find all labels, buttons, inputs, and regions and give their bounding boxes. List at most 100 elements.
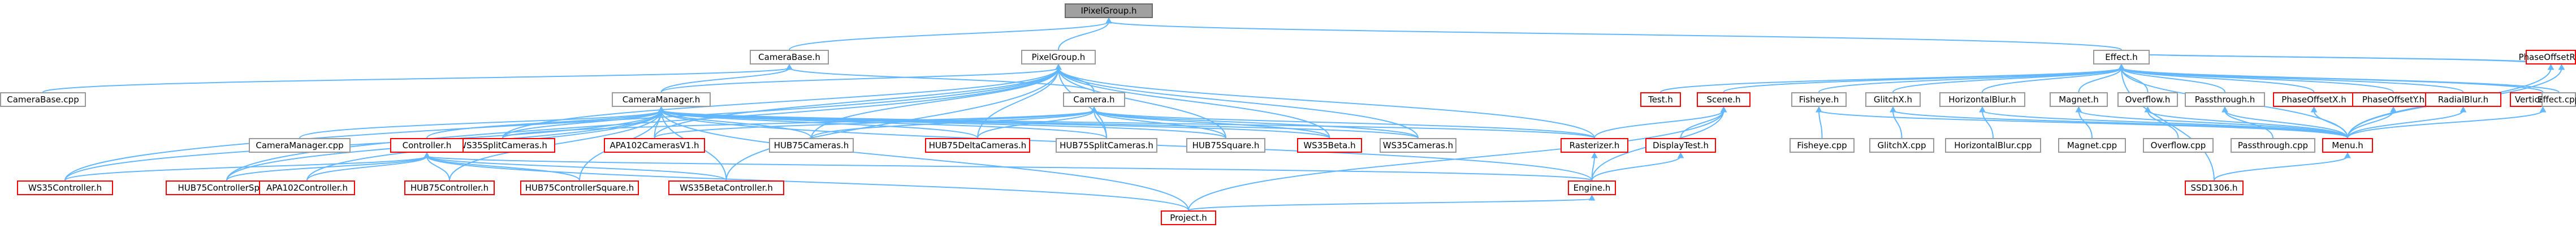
graph-node[interactable]: Overflow.cpp [2143,138,2214,153]
graph-node[interactable]: HUB75Cameras.h [769,138,854,153]
dependency-edge [1591,156,1595,181]
graph-node[interactable]: Fisheye.cpp [1790,138,1855,153]
graph-node[interactable]: Controller.h [390,138,464,153]
dependency-edge [426,156,1189,211]
graph-node[interactable]: PhaseOffsetR.h [2518,50,2576,64]
graph-node[interactable]: SSD1306.h [2185,180,2244,195]
edge-arrowhead [2144,106,2151,113]
dependency-edge [977,110,1095,139]
dependency-edge [977,67,1059,139]
graph-node[interactable]: APA102CamerasV1.h [604,138,705,153]
dependency-edge [502,110,662,139]
graph-node[interactable]: Menu.h [2322,138,2373,153]
dependency-edge [1093,110,1226,139]
dependency-edge [299,110,662,139]
dependency-edge [42,67,790,93]
edge-arrowhead [2460,106,2467,113]
dependency-edge [1108,21,2122,50]
graph-node[interactable]: HUB75Square.h [1186,138,1265,153]
graph-node[interactable]: APA102Controller.h [259,180,355,195]
edge-arrowhead [423,152,430,158]
graph-node[interactable]: CameraBase.h [750,50,829,64]
dependency-edge [1058,67,1226,139]
dependency-edge [660,110,1595,139]
dependency-edge [2121,53,2562,65]
edge-arrowhead [2221,106,2228,113]
edge-arrowhead [1591,152,1598,158]
dependency-edge [1591,156,1682,181]
graph-node[interactable]: HUB75ControllerSquare.h [520,180,639,195]
graph-node[interactable]: Passthrough.h [2185,92,2265,107]
graph-node[interactable]: Magnet.h [2050,92,2108,107]
dependency-edge [1723,67,2122,93]
graph-node[interactable]: Overflow.h [2117,92,2178,107]
edge-arrowhead [1979,106,1986,113]
graph-node[interactable]: HUB75Controller.h [404,180,495,195]
edge-arrowhead [2558,63,2565,70]
edge-arrowhead [1890,106,1896,113]
graph-node[interactable]: Magnet.cpp [2058,138,2126,153]
graph-node[interactable]: GlitchX.cpp [1869,138,1934,153]
dependency-edge [502,110,1095,139]
dependency-edge [2224,110,2274,139]
graph-node[interactable]: CameraBase.cpp [0,92,86,107]
dependency-edge [1982,110,1994,139]
dependency-edge [2121,53,2552,65]
dependency-edge [1058,67,1330,139]
dependency-edge [426,156,727,181]
dependency-edge [789,21,1109,50]
graph-node: IPixelGroup.h [1065,3,1153,18]
graph-node[interactable]: HUB75SplitCameras.h [1056,138,1157,153]
graph-node[interactable]: Fisheye.h [1791,92,1847,107]
dependency-edge [789,67,1095,93]
dependency-edge [1093,110,1107,139]
graph-node[interactable]: Test.h [1640,92,1681,107]
graph-node[interactable]: WS35Controller.h [17,180,113,195]
graph-node[interactable]: CameraManager.h [612,92,711,107]
graph-node[interactable]: WS35SplitCameras.h [450,138,555,153]
graph-node[interactable]: WS35Cameras.h [1380,138,1456,153]
dependency-edge [1818,67,2122,93]
edge-arrowhead [1816,106,1822,113]
graph-node[interactable]: WS35Beta.h [1297,138,1362,153]
dependency-edge [1892,110,1903,139]
graph-node[interactable]: HorizontalBlur.cpp [1945,138,2041,153]
dependency-edge [1594,110,1724,139]
dependency-edge [1058,21,1109,50]
dependency-edge [2224,110,2348,139]
dependency-edge [1093,110,1330,139]
dependency-edge [449,110,662,181]
dependency-edge [660,110,1189,211]
graph-node[interactable]: Camera.h [1063,92,1125,107]
dependency-edge [2121,67,2225,93]
dependency-edge [64,110,662,181]
graph-node[interactable]: PixelGroup.h [1021,50,1096,64]
dependency-edge [2078,67,2122,93]
dependency-edge [64,156,427,181]
graph-node[interactable]: HUB75DeltaCameras.h [925,138,1030,153]
edge-arrowhead [2547,63,2555,70]
graph-node[interactable]: Effect.cpp [2538,92,2576,107]
graph-node[interactable]: RadialBlur.h [2425,92,2501,107]
dependency-edge [426,156,1593,181]
dependency-edge [660,67,1059,93]
graph-node[interactable]: DisplayTest.h [1645,138,1716,153]
graph-node[interactable]: HorizontalBlur.h [1939,92,2025,107]
graph-node[interactable]: PhaseOffsetY.h [2352,92,2435,107]
graph-node[interactable]: Passthrough.cpp [2231,138,2315,153]
dependency-edge [1818,110,1823,139]
graph-node[interactable]: Effect.h [2093,50,2150,64]
graph-node[interactable]: Scene.h [1697,92,1751,107]
graph-node[interactable]: Engine.h [1568,180,1616,195]
graph-node[interactable]: Rasterizer.h [1561,138,1628,153]
graph-node[interactable]: GlitchX.h [1865,92,1921,107]
graph-node[interactable]: WS35BetaController.h [668,180,784,195]
dependency-edge [1188,110,1724,211]
graph-node[interactable]: CameraManager.cpp [249,138,351,153]
dependency-edge [2121,67,2315,93]
graph-node[interactable]: PhaseOffsetX.h [2273,92,2355,107]
graph-node[interactable]: Project.h [1161,210,1216,225]
edge-arrowhead [2310,106,2318,113]
edge-arrowhead [2075,106,2082,113]
dependency-edge [811,110,1095,139]
